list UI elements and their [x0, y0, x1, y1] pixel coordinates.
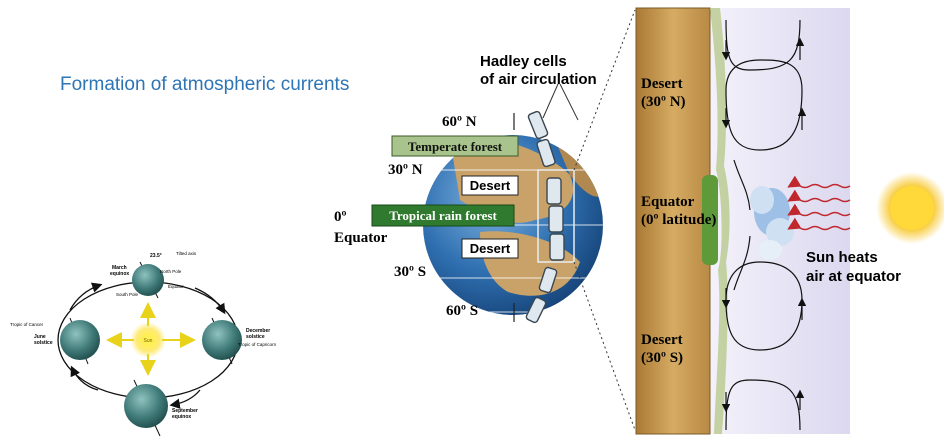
lat-0-label: 0º [334, 209, 347, 225]
september-label: September [172, 408, 198, 414]
cloud-icon [750, 186, 794, 260]
orbit-arrow [69, 282, 103, 311]
desert-south-label: Desert [470, 241, 511, 256]
tropic-cancer-label: Tropic of Cancer [10, 322, 44, 327]
june-label: June [34, 334, 46, 340]
zoom-line [573, 261, 636, 431]
equator-cross-label: Equator [641, 194, 695, 210]
lat-30s-label: 30º S [394, 264, 426, 280]
equator-cross-sub: (0º latitude) [641, 212, 716, 228]
lat-60s-label: 60º S [446, 303, 478, 319]
seasons-diagram: Sun 23.5° Tilted axis North Pole South P… [10, 251, 277, 437]
earth-june [60, 317, 100, 365]
heat-arrows [787, 175, 851, 231]
temperate-forest-box [391, 135, 519, 157]
tilt-angle-label: 23.5° [150, 253, 162, 259]
desert-30s-sub: (30º S) [641, 350, 683, 366]
earth-september [124, 379, 168, 437]
equator-label: Equator [334, 230, 388, 246]
hadley-highlight-box [537, 169, 575, 263]
orbit-arrow [70, 365, 99, 391]
orbit-arrow [169, 389, 201, 409]
cross-section-diagram: Desert (30º N) Equator (0º latitude) Des… [635, 7, 944, 435]
march-label: March [112, 265, 127, 271]
tilted-axis-label: Tilted axis [176, 251, 197, 256]
december-solstice-label: solstice [246, 334, 265, 340]
desert-30n-label: Desert [641, 76, 683, 92]
equator-vegetation [702, 175, 718, 265]
september-equinox-label: equinox [172, 414, 191, 420]
desert-north-label: Desert [470, 178, 511, 193]
temperate-forest-label: Temperate forest [408, 139, 503, 154]
north-pole-label: North Pole [160, 269, 182, 274]
june-solstice-label: solstice [34, 340, 53, 346]
sun-label: Sun [144, 338, 153, 344]
earth-december [202, 317, 242, 365]
desert-30s-label: Desert [641, 332, 683, 348]
earth-march [132, 261, 164, 299]
december-label: December [246, 328, 270, 334]
hadley-cell-column [525, 110, 565, 324]
ground-strip [635, 7, 711, 435]
orbit-arrow [194, 287, 226, 315]
desert-north-box [461, 175, 519, 196]
hadley-cells-label: Hadley cells [480, 53, 567, 70]
tropical-rain-forest-label: Tropical rain forest [389, 208, 497, 223]
zoom-line [573, 9, 636, 171]
south-pole-label: South Pole [116, 292, 139, 297]
slide-title: Formation of atmospheric currents [60, 74, 350, 95]
march-equinox-label: equinox [110, 271, 129, 277]
equator-small-label: Equator [168, 284, 184, 289]
globe-diagram: Hadley cells of air circulation 60º N Te… [334, 9, 636, 431]
hadley-cells-label-2: of air circulation [480, 71, 597, 88]
tropic-capricorn-label: Tropic of Capricorn [238, 342, 277, 347]
sun-heats-label: Sun heats [806, 249, 878, 266]
desert-30n-sub: (30º N) [641, 94, 686, 110]
lat-60n-label: 60º N [442, 114, 477, 130]
desert-south-box [461, 238, 519, 259]
sun-heats-sub: air at equator [806, 268, 901, 285]
lat-30n-label: 30º N [388, 162, 423, 178]
tropical-rain-forest-box [371, 204, 515, 227]
